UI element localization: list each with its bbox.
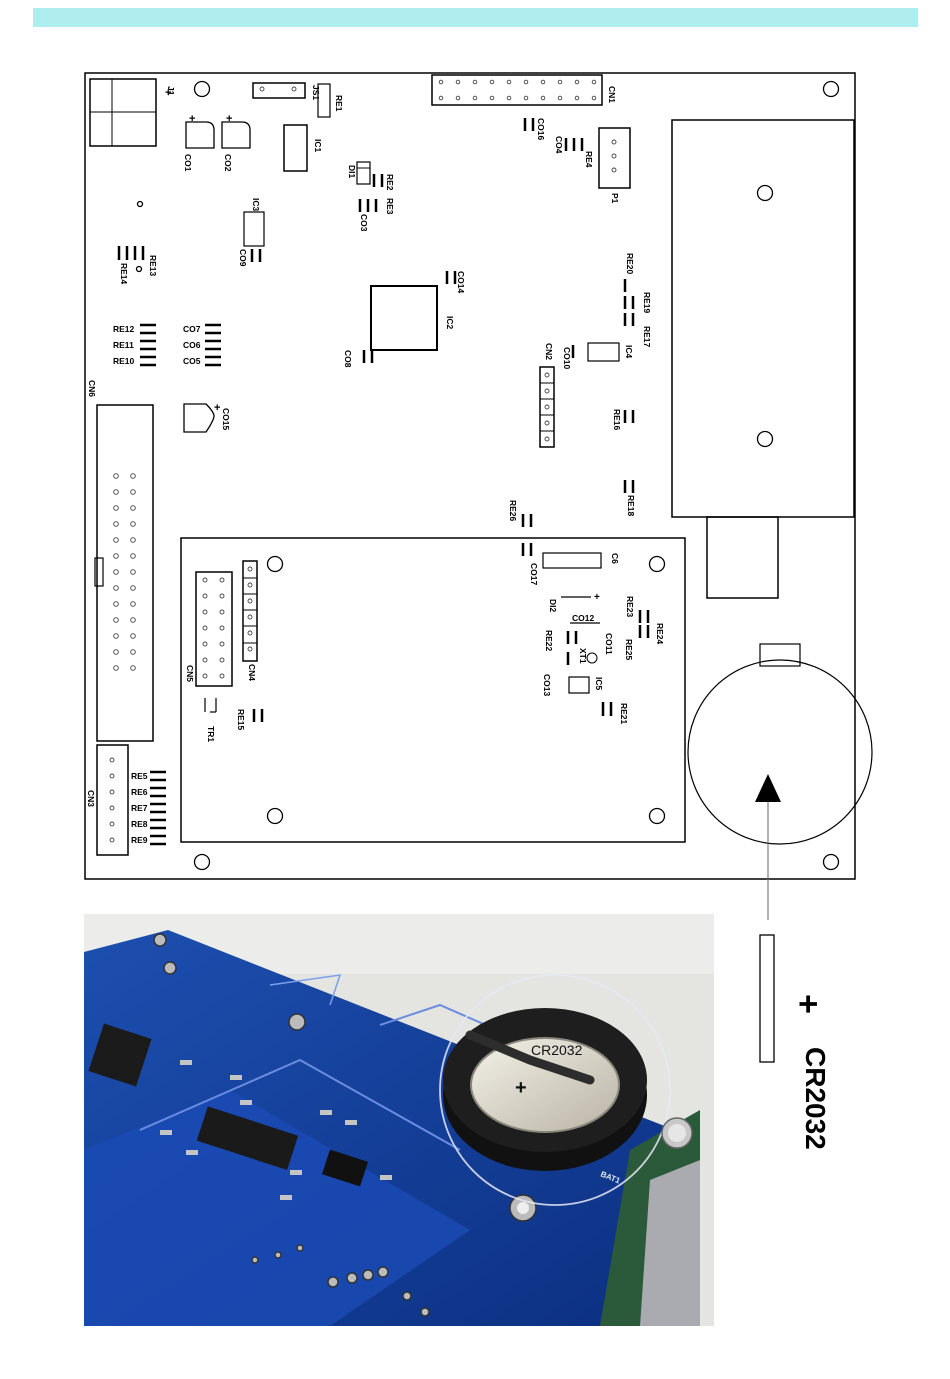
label-ic4: IC4 <box>624 345 634 359</box>
label-c6: C6 <box>610 553 620 564</box>
label-co8: CO8 <box>343 350 353 368</box>
label-co11: CO11 <box>604 633 614 655</box>
label-di1: DI1 <box>347 165 357 179</box>
label-re15: RE15 <box>236 709 246 731</box>
label-re19: RE19 <box>642 292 652 314</box>
battery-plus-label: + <box>789 994 827 1014</box>
label-re14: RE14 <box>119 263 129 285</box>
label-re9: RE9 <box>131 835 148 845</box>
CN4-header <box>242 560 258 662</box>
label-co6: CO6 <box>183 340 201 350</box>
battery-type-label: CR2032 <box>800 1047 831 1150</box>
label-ic2: IC2 <box>445 316 455 330</box>
label-cn4: CN4 <box>247 664 257 681</box>
label-re25: RE25 <box>624 639 634 661</box>
photo-battery-label: CR2032 <box>531 1042 583 1058</box>
label-re6: RE6 <box>131 787 148 797</box>
label-co13: CO13 <box>542 674 552 696</box>
display-module-outline <box>671 119 855 518</box>
label-di2: DI2 <box>548 599 558 613</box>
label-re20: RE20 <box>625 253 635 275</box>
label-j1: J1 <box>166 86 176 96</box>
battery-holder-outline <box>687 659 873 845</box>
label-cn1: CN1 <box>607 86 617 103</box>
label-xt1: XT1 <box>578 648 588 664</box>
label-co14: CO14 <box>456 271 466 293</box>
label-co3: CO3 <box>359 214 369 232</box>
label-re16: RE16 <box>612 409 622 431</box>
label-p1: P1 <box>610 193 620 204</box>
label-re17: RE17 <box>642 326 652 348</box>
plus-co2: + <box>226 113 232 125</box>
label-co5: CO5 <box>183 356 201 366</box>
label-co2: CO2 <box>223 154 233 172</box>
P1-connector <box>598 127 631 189</box>
label-re3: RE3 <box>385 198 395 215</box>
label-re11: RE11 <box>113 340 134 350</box>
CN6-header <box>96 404 154 742</box>
battery-arrow-icon <box>755 774 781 802</box>
label-cn2: CN2 <box>544 343 554 360</box>
label-re24: RE24 <box>655 623 665 645</box>
label-re4: RE4 <box>584 151 594 168</box>
label-re8: RE8 <box>131 819 148 829</box>
CN1-header <box>431 74 603 106</box>
label-re21: RE21 <box>619 703 629 725</box>
sub-board-outline <box>180 537 686 843</box>
label-ic1: IC1 <box>313 139 323 153</box>
CN2-header <box>539 366 555 448</box>
label-cn6: CN6 <box>87 380 97 397</box>
label-cn5: CN5 <box>185 665 195 682</box>
plus-j1: + <box>165 87 171 99</box>
label-ic5: IC5 <box>594 677 604 691</box>
JS1-jumper <box>252 82 306 99</box>
label-co16: CO16 <box>536 118 546 140</box>
label-re23: RE23 <box>625 596 635 618</box>
label-cn3: CN3 <box>86 790 96 807</box>
plus-co15: + <box>214 402 220 414</box>
label-co9: CO9 <box>238 249 248 267</box>
plus-di2: + <box>594 592 600 603</box>
label-co17: CO17 <box>529 563 539 585</box>
label-re13: RE13 <box>148 255 158 277</box>
coin-cell-side <box>759 934 775 1063</box>
label-co1: CO1 <box>183 154 193 172</box>
CN3-header <box>96 744 129 856</box>
label-re12: RE12 <box>113 324 135 334</box>
label-tr1: TR1 <box>206 726 216 742</box>
label-re7: RE7 <box>131 803 148 813</box>
CN5-header <box>195 571 233 687</box>
label-co7: CO7 <box>183 324 201 334</box>
label-re2: RE2 <box>385 174 395 191</box>
label-co4: CO4 <box>554 136 564 154</box>
label-re26: RE26 <box>508 500 518 522</box>
IC1-chip <box>283 124 308 172</box>
label-re18: RE18 <box>626 495 636 517</box>
label-co15: CO15 <box>221 408 231 430</box>
IC2-chip <box>370 285 438 351</box>
board-photo: CR2032 + BAT1 <box>84 914 714 1326</box>
display-connector <box>706 516 779 599</box>
label-co12: CO12 <box>572 613 594 623</box>
label-re1: RE1 <box>334 95 344 112</box>
label-re10: RE10 <box>113 356 135 366</box>
label-js1: JS1 <box>311 85 321 100</box>
photo-battery-plus: + <box>515 1077 527 1099</box>
pcb-outline <box>84 72 856 880</box>
label-re5: RE5 <box>131 771 148 781</box>
label-ic3: IC3 <box>251 198 261 212</box>
label-re22: RE22 <box>544 630 554 652</box>
header-bar <box>33 8 918 27</box>
plus-co1: + <box>189 113 195 125</box>
label-co10: CO10 <box>562 347 572 369</box>
